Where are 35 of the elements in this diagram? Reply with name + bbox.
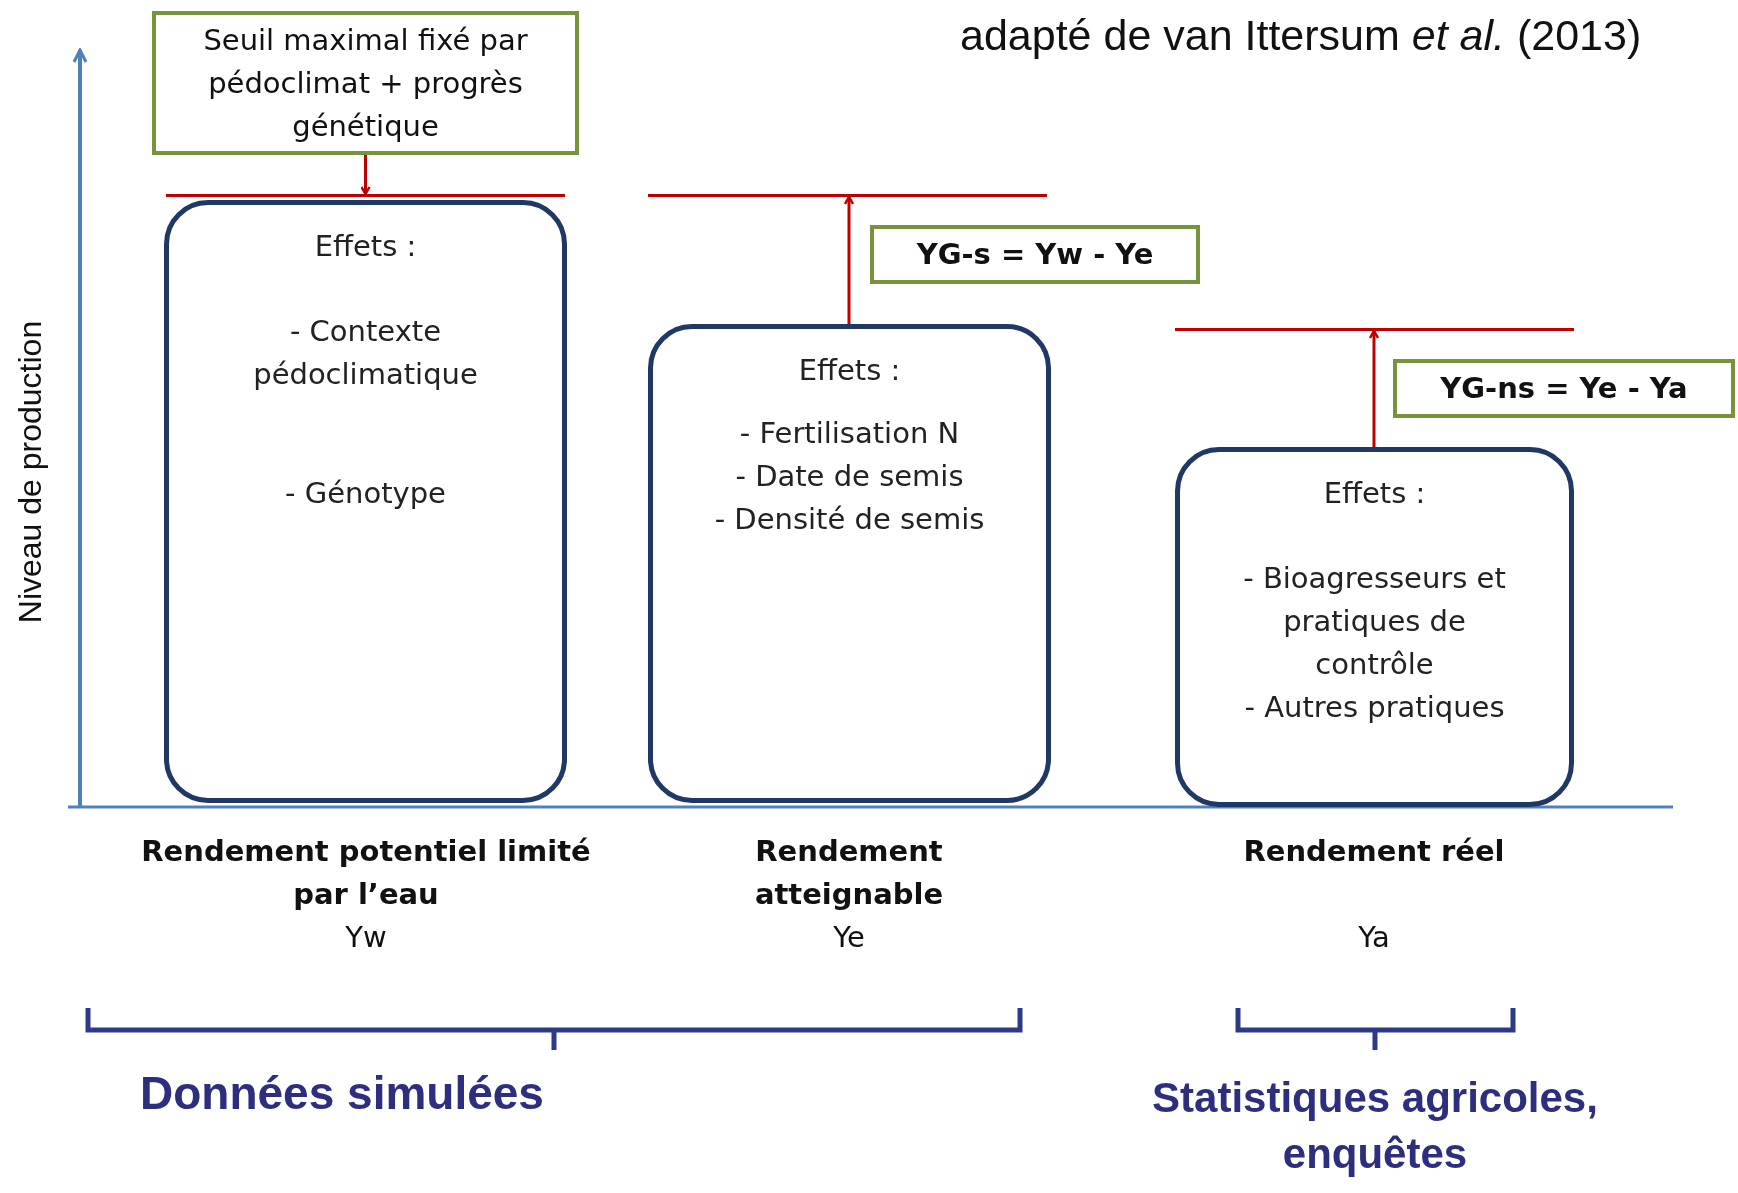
group-label: Statistiques agricoles, enquêtes — [1151, 1073, 1599, 1179]
heading-text: Effets : — [1323, 475, 1426, 512]
body-text: YG-ns = Ye - Ya — [1440, 370, 1688, 407]
arrow — [360, 155, 371, 196]
threshold-line — [1175, 328, 1574, 331]
source-note: adapté de van Ittersum et al. (2013) — [960, 10, 1642, 60]
body-text: YG-s = Yw - Ye — [916, 236, 1154, 273]
symbol-label: Ye — [832, 919, 866, 956]
yield-box — [164, 200, 567, 803]
category-label: Rendement atteignable — [753, 833, 945, 913]
category-label: Rendement réel — [1242, 833, 1506, 870]
heading-text: Effets : — [314, 228, 417, 265]
group-label: Données simulées — [140, 1066, 544, 1120]
symbol-label: Yw — [344, 919, 388, 956]
body-text: - Fertilisation N — [739, 415, 960, 452]
yield-box — [648, 324, 1051, 803]
body-text: - Génotype — [285, 475, 446, 512]
axis-title: Niveau de production — [11, 319, 49, 626]
arrow — [1368, 329, 1380, 447]
body-text: - Densité de semis — [714, 501, 985, 538]
symbol-label: Ya — [1357, 919, 1391, 956]
threshold-line — [166, 194, 565, 197]
body-text: - Bioagresseurs et pratiques de contrôle — [1242, 560, 1507, 683]
heading-text: Effets : — [798, 352, 901, 389]
formula-box — [870, 225, 1200, 284]
body-text: Seuil maximal fixé par pédoclimat + progrès génétique — [202, 21, 529, 145]
formula-box — [1393, 359, 1735, 418]
body-text: - Autres pratiques — [1244, 689, 1505, 726]
body-text: - Contexte pédoclimatique — [252, 313, 479, 393]
category-label: Rendement potentiel limité par l’eau — [140, 833, 592, 913]
yield-box — [1175, 447, 1574, 807]
arrow — [843, 195, 855, 324]
body-text: - Date de semis — [735, 458, 964, 495]
threshold-line — [648, 194, 1047, 197]
note-box — [152, 11, 579, 155]
